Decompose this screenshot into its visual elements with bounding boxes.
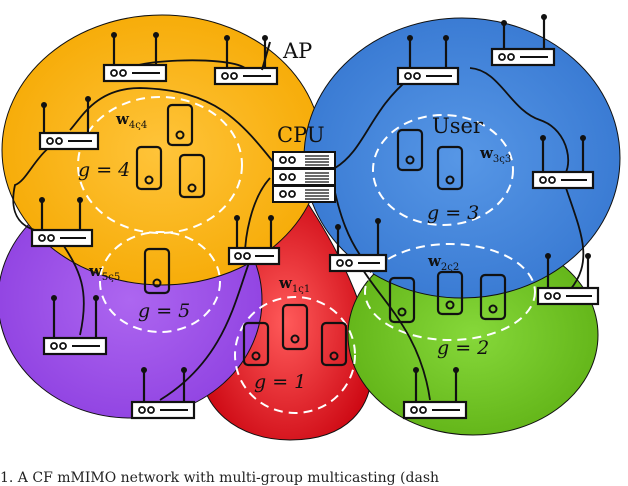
- user-device-icon: [281, 303, 309, 351]
- user-device-icon: [320, 321, 348, 367]
- user-device-icon: [143, 247, 171, 295]
- ap-icon-group: [30, 14, 600, 420]
- group-ring-g2: [364, 243, 536, 341]
- figure-caption: 1. A CF mMIMO network with multi-group m…: [0, 470, 440, 486]
- group-label-g4: g = 4: [78, 159, 130, 181]
- beamformer-label-g3: w3ς3: [479, 144, 511, 165]
- group-label-g5: g = 5: [138, 300, 190, 322]
- user-devices: [135, 103, 507, 367]
- beamformer-label-g1: w1ς1: [278, 274, 310, 295]
- ap-icon: [402, 367, 468, 420]
- beamformer-label-g2: w2ς2: [427, 252, 459, 273]
- ap-icon: [213, 35, 279, 86]
- ap-icon: [490, 14, 556, 67]
- beamformer-subscript: 4ς4: [129, 120, 147, 131]
- group-ring-g3: [372, 114, 514, 226]
- ap-icon: [328, 218, 388, 273]
- cpu-server-icon: [272, 151, 336, 203]
- beamformer-subscript: 2ς2: [441, 262, 459, 273]
- user-device-icon: [436, 145, 464, 191]
- beamformer-subscript: 1ς1: [292, 284, 310, 295]
- group-label-g2: g = 2: [437, 337, 489, 359]
- fronthaul-cables: [12, 59, 585, 401]
- ap-label-pointer: [261, 41, 271, 71]
- user-label: User: [432, 114, 484, 138]
- beamformer-label-g5: w5ς5: [88, 262, 120, 283]
- user-device-icon: [479, 273, 507, 321]
- group-label-g1: g = 1: [254, 371, 306, 393]
- user-device-icon: [135, 145, 163, 191]
- user-device-icon: [242, 321, 270, 367]
- ap-icon: [30, 197, 94, 248]
- ap-icon: [396, 35, 460, 86]
- cpu-label: CPU: [277, 123, 325, 147]
- beamformer-label-g4: w4ς4: [115, 110, 147, 131]
- ap-label: AP: [282, 39, 312, 63]
- user-device-icon: [178, 153, 206, 199]
- ap-icon: [38, 96, 100, 151]
- beamformer-subscript: 5ς5: [102, 272, 120, 283]
- group-ring-g5: [99, 231, 221, 333]
- user-device-icon: [166, 103, 194, 147]
- group-ring-g4: [77, 96, 243, 234]
- ap-icon: [42, 295, 108, 356]
- ap-icon: [536, 253, 600, 306]
- user-device-icon: [396, 128, 424, 172]
- ap-icon: [130, 367, 196, 420]
- ap-icon: [102, 32, 168, 83]
- group-ring-g1: [234, 296, 356, 414]
- group-label-g3: g = 3: [427, 202, 479, 224]
- user-device-icon: [388, 276, 416, 324]
- ap-icon: [531, 135, 595, 190]
- ap-icon: [227, 215, 281, 266]
- user-device-icon: [436, 270, 464, 316]
- beamformer-subscript: 3ς3: [493, 154, 511, 165]
